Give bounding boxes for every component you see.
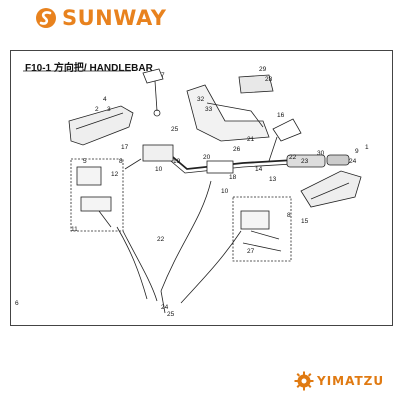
svg-text:9: 9: [355, 148, 359, 155]
right-mirror-part: [268, 118, 302, 162]
svg-text:11: 11: [71, 226, 78, 233]
cover-panel-part: [186, 74, 274, 142]
right-grip-part: [286, 154, 350, 168]
svg-text:19: 19: [173, 158, 181, 165]
right-master-cylinder-box: [232, 196, 292, 262]
diagram-title: F10-1 方向把/ HANDLEBAR: [25, 63, 153, 74]
svg-text:3: 3: [107, 106, 111, 113]
svg-text:8: 8: [287, 212, 291, 219]
svg-text:6: 6: [15, 300, 19, 307]
svg-text:16: 16: [277, 112, 285, 119]
svg-text:27: 27: [247, 248, 255, 255]
svg-text:14: 14: [255, 166, 263, 173]
sunway-logo-icon: [36, 8, 56, 28]
svg-text:13: 13: [269, 176, 277, 183]
svg-text:5: 5: [83, 158, 87, 165]
handlebar-exploded-diagram: 29 28 32 33 7 25 4 3 2 17 8 5 12 11 10 1…: [15, 66, 369, 318]
svg-text:15: 15: [301, 218, 309, 225]
svg-text:1: 1: [365, 144, 369, 151]
svg-text:2: 2: [95, 106, 99, 113]
svg-text:28: 28: [265, 76, 273, 83]
svg-text:12: 12: [111, 171, 119, 178]
yimatzu-gear-logo-icon: [294, 371, 314, 391]
diagram-frame: F10-1 方向把/ HANDLEBAR: [10, 50, 393, 326]
svg-text:22: 22: [289, 154, 297, 161]
svg-text:7: 7: [161, 72, 165, 79]
svg-text:25: 25: [167, 311, 175, 318]
svg-text:24: 24: [161, 304, 169, 311]
sunway-brand: SUNWAY: [34, 6, 166, 30]
svg-text:33: 33: [205, 106, 213, 113]
svg-text:32: 32: [197, 96, 205, 103]
right-hand-guard-part: [300, 170, 362, 208]
svg-text:21: 21: [247, 136, 255, 143]
svg-text:4: 4: [103, 96, 107, 103]
left-hand-guard-part: [68, 105, 134, 146]
svg-text:25: 25: [171, 126, 179, 133]
left-master-cylinder-box: [70, 158, 124, 232]
svg-text:18: 18: [229, 174, 237, 181]
svg-text:29: 29: [259, 66, 267, 73]
svg-text:20: 20: [203, 154, 211, 161]
svg-text:23: 23: [301, 158, 309, 165]
svg-text:24: 24: [349, 158, 357, 165]
yimatzu-brand-name: YIMATZU: [317, 374, 385, 388]
brake-cables-part: [116, 180, 242, 314]
svg-text:8: 8: [119, 158, 123, 165]
sunway-brand-name: SUNWAY: [62, 6, 167, 30]
yimatzu-brand: YIMATZU: [294, 371, 384, 391]
svg-text:30: 30: [317, 150, 325, 157]
handlebar-tube-part: [158, 146, 312, 174]
svg-text:22: 22: [157, 236, 165, 243]
left-mirror-part: [142, 68, 164, 117]
svg-text:17: 17: [121, 144, 129, 151]
svg-text:26: 26: [233, 146, 241, 153]
svg-text:10: 10: [155, 166, 163, 173]
svg-text:10: 10: [221, 188, 229, 195]
left-switch-assembly-part: [124, 144, 174, 170]
